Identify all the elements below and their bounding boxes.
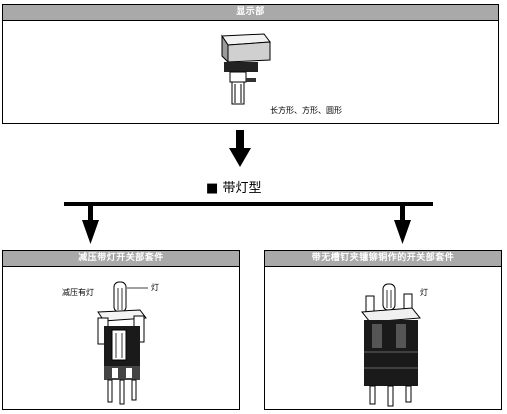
display-shape-caption: 长方形、方形、圆形: [270, 106, 342, 115]
reducer-lamp-label: 减压有灯: [62, 288, 94, 297]
display-unit-panel: 显示部: [2, 4, 499, 124]
right-panel-header: 带无槽钉夹镭铆铜作的开关部套件: [265, 251, 501, 267]
section-bullet: ■: [206, 181, 219, 196]
section-title: ■ 带灯型: [206, 181, 261, 197]
display-unit-illustration: [221, 33, 271, 105]
down-arrow-icon: [229, 130, 251, 167]
connector-bar: [64, 202, 433, 206]
display-unit-header: 显示部: [3, 5, 498, 21]
left-switch-illustration: [97, 281, 148, 405]
left-lamp-label: 灯: [151, 283, 159, 292]
right-lamp-label: 灯: [420, 288, 428, 297]
right-branch-arrow-icon: [394, 206, 411, 244]
section-title-text: 带灯型: [222, 181, 262, 196]
left-panel-header: 减压带灯开关部套件: [3, 251, 239, 267]
right-switch-illustration: [361, 283, 421, 407]
left-branch-arrow-icon: [82, 206, 99, 244]
